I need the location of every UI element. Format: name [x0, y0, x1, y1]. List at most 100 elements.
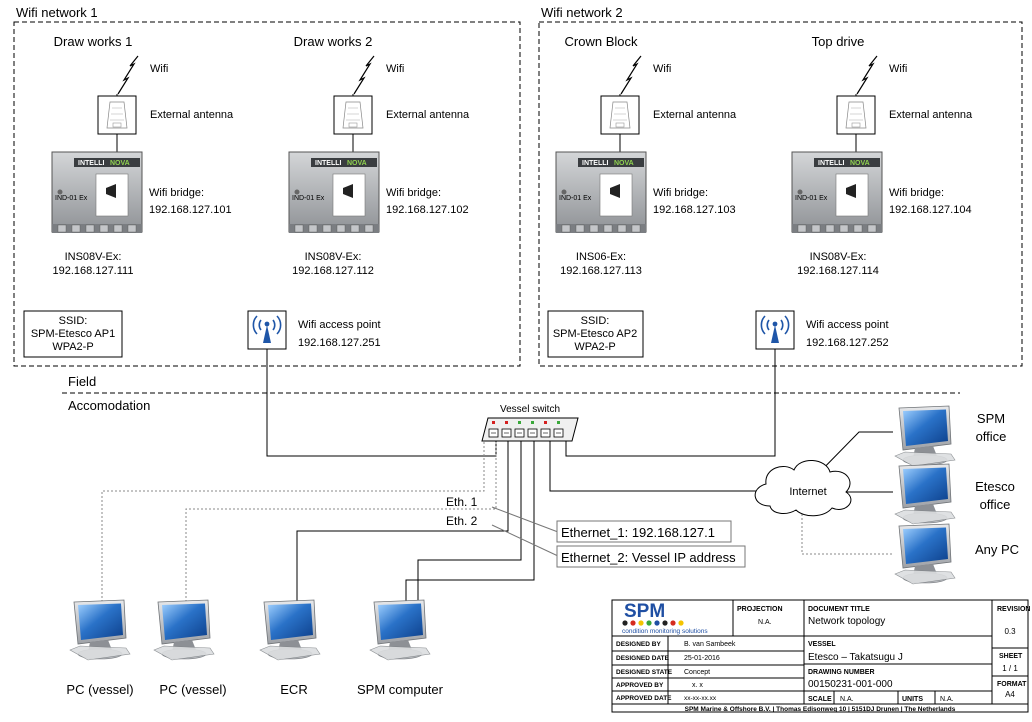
node-label: INS08V-Ex:	[305, 251, 362, 263]
units-value: N.A.	[940, 696, 954, 703]
internet-label: Internet	[789, 486, 826, 498]
wifi-access-point-2-icon	[755, 310, 795, 350]
access-point-2-label: Wifi access point	[806, 319, 889, 331]
node-ip: 192.168.127.113	[560, 265, 642, 277]
format-label: FORMAT	[997, 681, 1027, 688]
pc-vessel-2-label: PC (vessel)	[159, 682, 226, 697]
wifi-bridge-box-icon: INTELLI NOVA IND-01 Ex	[555, 151, 647, 233]
wifi-signal-icon	[353, 55, 375, 95]
spm-logo-subtitle: condition monitoring solutions	[622, 628, 708, 635]
title-block	[611, 599, 1029, 713]
box-model-label: IND-01 Ex	[55, 195, 88, 202]
brand-intelli: INTELLI	[818, 160, 844, 167]
access-point-1-label: Wifi access point	[298, 319, 381, 331]
revision-value: 0.3	[1004, 627, 1016, 636]
ssid-box-2	[547, 310, 644, 358]
any-pc-computer-icon	[894, 523, 956, 585]
projection-label: PROJECTION	[737, 606, 783, 613]
spm-logo-dots-icon	[622, 620, 684, 626]
wireless-links	[101, 441, 893, 626]
approved-date-value: xx-xx-xx.xx	[684, 695, 717, 702]
scale-label: SCALE	[808, 696, 832, 703]
external-antenna-icon	[836, 95, 876, 135]
external-antenna-icon	[333, 95, 373, 135]
node-ip: 192.168.127.112	[292, 265, 374, 277]
designed-by-value: B. van Sambeek	[684, 641, 736, 648]
spm-computer-icon	[369, 599, 431, 661]
unit-name: Draw works 2	[294, 34, 373, 49]
brand-nova: NOVA	[347, 160, 367, 167]
ethernet2-callout	[556, 545, 746, 568]
bridge-label: Wifi bridge:	[149, 187, 204, 199]
brand-nova: NOVA	[110, 160, 130, 167]
spm-logo-text: SPM	[624, 601, 665, 622]
designed-date-value: 25-01-2016	[684, 655, 720, 662]
network-wiring	[266, 349, 893, 626]
wifi-label: Wifi	[653, 63, 671, 75]
bridge-ip: 192.168.127.102	[386, 204, 469, 216]
internet-cloud-icon	[754, 460, 852, 517]
brand-nova: NOVA	[850, 160, 870, 167]
ssid-2-line-1: SSID:	[581, 315, 610, 327]
eth-callout-lines	[491, 506, 559, 557]
antenna-label: External antenna	[653, 109, 737, 121]
etesco-office-label-1: Etesco	[975, 479, 1015, 494]
format-value: A4	[1005, 690, 1015, 699]
wifi-label: Wifi	[889, 63, 907, 75]
brand-intelli: INTELLI	[582, 160, 608, 167]
box-model-label: IND-01 Ex	[559, 195, 592, 202]
wifi-network-1-title: Wifi network 1	[16, 5, 98, 20]
antenna-label: External antenna	[386, 109, 470, 121]
ethernet2-callout-text: Ethernet_2: Vessel IP address	[561, 550, 736, 565]
wifi-label: Wifi	[150, 63, 168, 75]
unit-name: Draw works 1	[54, 34, 133, 49]
pc-vessel-1-computer-icon	[69, 599, 131, 661]
ssid-box-1	[23, 310, 123, 358]
spm-office-computer-icon	[894, 405, 956, 467]
approved-by-value: x. x	[692, 682, 703, 689]
wifi-network-2-title: Wifi network 2	[541, 5, 623, 20]
eth1-label: Eth. 1	[446, 495, 478, 509]
ssid-1-line-1: SSID:	[59, 315, 88, 327]
pc-vessel-2-computer-icon	[153, 599, 215, 661]
box-model-label: IND-01 Ex	[292, 195, 325, 202]
node-label: INS06-Ex:	[576, 251, 626, 263]
wifi-signal-icon	[620, 55, 642, 95]
wifi-label: Wifi	[386, 63, 404, 75]
title-block-footer: SPM Marine & Offshore B.V. | Thomas Edis…	[685, 706, 956, 713]
designed-state-label: DESIGNED STATE	[616, 669, 673, 676]
unit-name: Top drive	[812, 34, 865, 49]
sheet-label: SHEET	[999, 653, 1023, 660]
projection-value: N.A.	[758, 619, 772, 626]
brand-intelli: INTELLI	[315, 160, 341, 167]
brand-nova: NOVA	[614, 160, 634, 167]
approved-date-label: APPROVED DATE	[616, 695, 672, 702]
ssid-2-line-2: SPM-Etesco AP2	[553, 328, 637, 340]
designed-state-value: Concept	[684, 669, 710, 676]
wifi-access-point-1-icon	[247, 310, 287, 350]
access-point-2-ip: 192.168.127.252	[806, 337, 889, 349]
scale-value: N.A.	[840, 696, 854, 703]
spm-computer-label: SPM computer	[357, 682, 444, 697]
access-point-1-ip: 192.168.127.251	[298, 337, 381, 349]
vessel-switch-icon	[481, 417, 579, 442]
node-label: INS08V-Ex:	[65, 251, 122, 263]
node-ip: 192.168.127.114	[797, 265, 879, 277]
ecr-computer-icon	[259, 599, 321, 661]
vessel-value: Etesco – Takatsugu J	[808, 652, 903, 663]
node-label: INS08V-Ex:	[810, 251, 867, 263]
ethernet1-callout-text: Ethernet_1: 192.168.127.1	[561, 525, 715, 540]
bridge-ip: 192.168.127.101	[149, 204, 232, 216]
external-antenna-icon	[600, 95, 640, 135]
bridge-label: Wifi bridge:	[889, 187, 944, 199]
vessel-label: VESSEL	[808, 641, 836, 648]
bridge-ip: 192.168.127.104	[889, 204, 972, 216]
ssid-1-line-3: WPA2-P	[52, 341, 93, 353]
eth2-label: Eth. 2	[446, 514, 478, 528]
